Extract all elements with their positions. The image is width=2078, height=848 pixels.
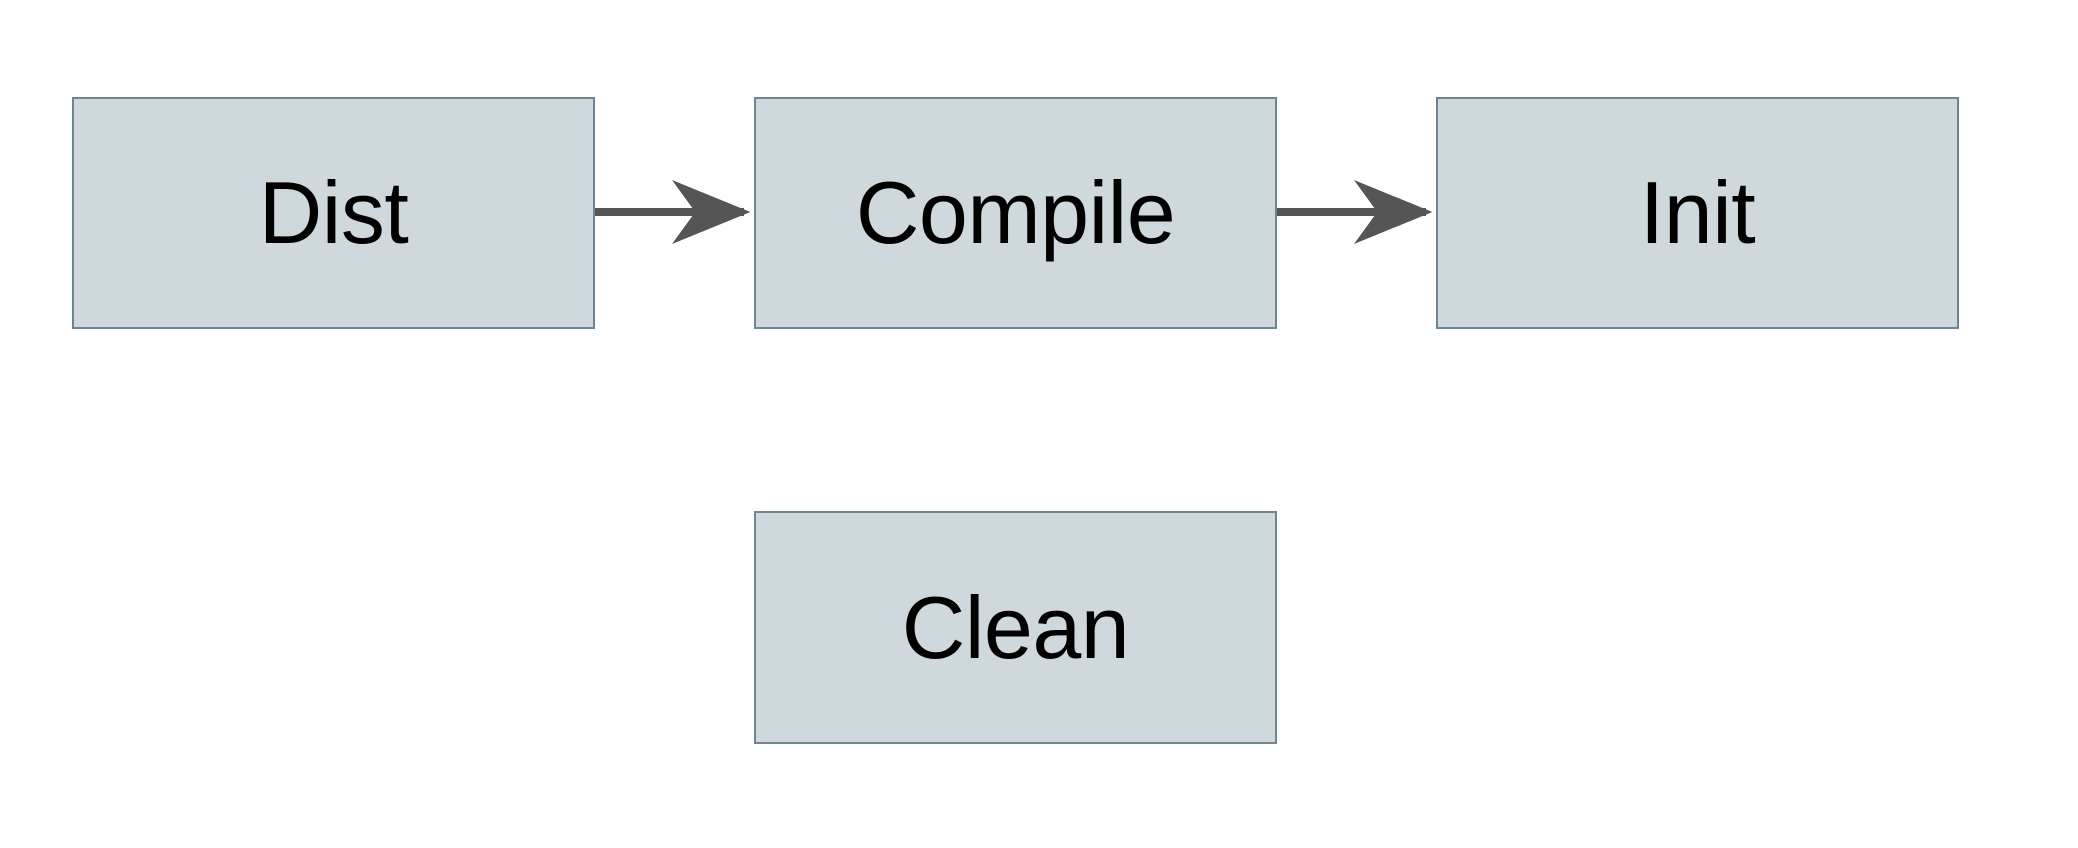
node-init[interactable]: Init — [1436, 97, 1959, 329]
node-dist[interactable]: Dist — [72, 97, 595, 329]
node-compile[interactable]: Compile — [754, 97, 1277, 329]
node-clean-label: Clean — [901, 577, 1130, 677]
node-clean[interactable]: Clean — [754, 511, 1277, 744]
node-compile-label: Compile — [855, 163, 1176, 262]
node-dist-label: Dist — [258, 163, 409, 262]
node-init-label: Init — [1639, 163, 1756, 262]
